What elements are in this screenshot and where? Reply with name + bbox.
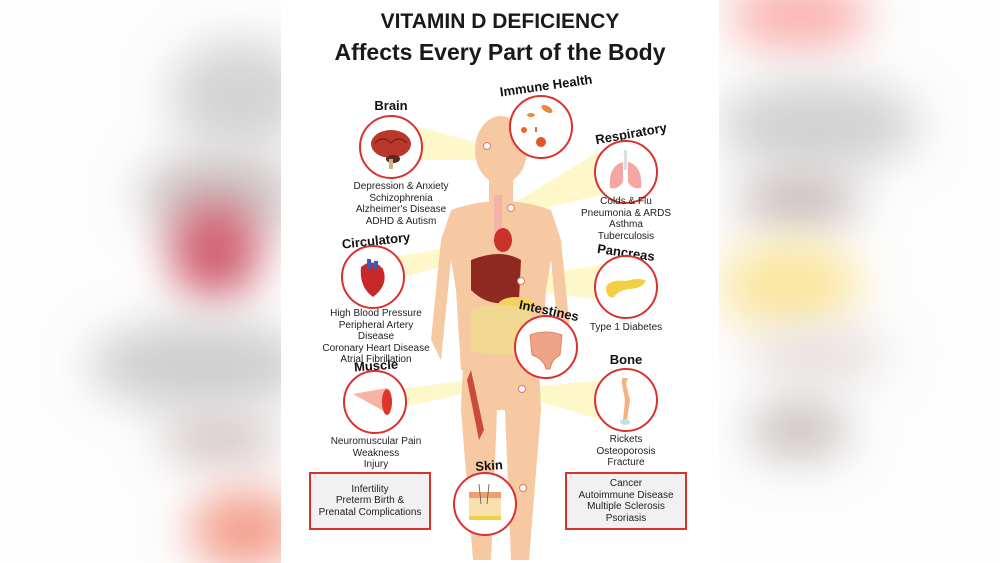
lungs-icon <box>609 150 642 189</box>
infographic-panel: VITAMIN D DEFICIENCY Affects Every Part … <box>281 0 719 563</box>
condition: Autoimmune Disease <box>578 489 674 501</box>
bone-label: Bone <box>609 352 643 367</box>
immune-health-circle <box>509 95 573 159</box>
condition: Pneumonia & ARDS <box>580 207 672 219</box>
condition: Preterm Birth & <box>335 495 405 507</box>
pointer-dot-pancreas <box>517 277 525 285</box>
bone-circle <box>594 368 658 432</box>
heart-icon <box>360 259 385 297</box>
condition: Injury <box>363 459 389 470</box>
condition: Asthma <box>609 219 643 230</box>
condition: Alzheimer's Disease <box>355 204 447 215</box>
pointer-dot-brain <box>483 142 491 150</box>
pancreas-conditions: Type 1 Diabetes <box>581 322 671 334</box>
germs-icon <box>521 105 553 147</box>
pointer-dot-bone <box>518 385 526 393</box>
brain-icon <box>371 130 411 169</box>
other-conditions-box-left: Infertility Preterm Birth & Prenatal Com… <box>309 472 431 530</box>
condition: Type 1 Diabetes <box>589 322 663 333</box>
other-conditions-box-right: Cancer Autoimmune Disease Multiple Scler… <box>565 472 687 530</box>
brain-conditions: Depression & Anxiety Schizophrenia Alzhe… <box>341 181 461 227</box>
condition: Weakness <box>352 447 400 459</box>
blurred-background-left <box>0 0 281 563</box>
muscle-circle <box>343 370 407 434</box>
condition: Depression & Anxiety <box>353 181 449 192</box>
condition: Atrial Fibrillation <box>340 354 412 365</box>
pancreas-circle <box>594 255 658 319</box>
condition: Rickets <box>609 434 643 445</box>
bone-icon <box>620 378 630 425</box>
circulatory-conditions: High Blood Pressure Peripheral Artery Di… <box>321 308 431 366</box>
title-line-1: VITAMIN D DEFICIENCY <box>380 10 620 33</box>
condition: Infertility <box>351 483 389 495</box>
condition: ADHD & Autism <box>365 215 437 227</box>
condition: High Blood Pressure <box>330 308 422 319</box>
condition: Peripheral Artery Disease <box>338 319 414 343</box>
condition: Psoriasis <box>605 512 647 524</box>
skin-layers-icon <box>469 483 501 520</box>
pointer-dot-skin <box>519 484 527 492</box>
brain-circle <box>359 115 423 179</box>
condition: Multiple Sclerosis <box>587 501 665 512</box>
respiratory-circle <box>594 140 658 204</box>
brain-label: Brain <box>374 98 408 113</box>
pancreas-icon <box>606 279 646 298</box>
condition: Tuberculosis <box>597 230 655 242</box>
skin-circle <box>453 472 517 536</box>
intestines-circle <box>514 315 578 379</box>
blurred-background-right <box>719 0 1000 563</box>
bone-conditions: Rickets Osteoporosis Fracture <box>581 434 671 469</box>
condition: Cancer <box>609 478 643 489</box>
condition: Osteoporosis <box>596 445 656 457</box>
pointer-dot-respiratory <box>507 204 515 212</box>
condition: Prenatal Complications <box>318 506 422 518</box>
circulatory-circle <box>341 245 405 309</box>
intestines-icon <box>529 331 563 370</box>
condition: Fracture <box>607 457 645 468</box>
condition: Neuromuscular Pain <box>330 436 422 447</box>
condition: Schizophrenia <box>369 192 433 204</box>
muscle-icon <box>353 388 392 415</box>
condition: Colds & Flu <box>600 196 652 207</box>
muscle-conditions: Neuromuscular Pain Weakness Injury <box>321 436 431 471</box>
respiratory-conditions: Colds & Flu Pneumonia & ARDS Asthma Tube… <box>571 196 681 242</box>
condition: Coronary Heart Disease <box>322 342 430 354</box>
title-line-2: Affects Every Part of the Body <box>334 39 666 65</box>
